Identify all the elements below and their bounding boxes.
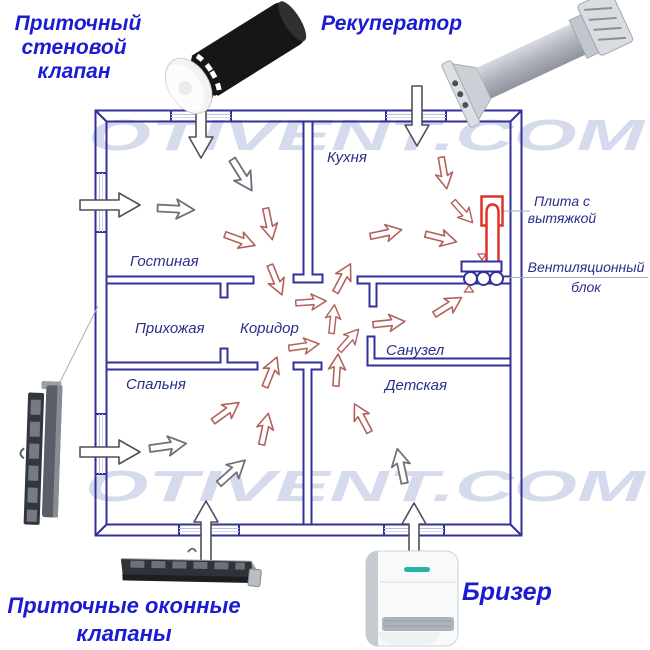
side-annotations: Плита с вытяжкой Вентиляционный блок	[528, 193, 645, 295]
vent-marker-down	[476, 253, 488, 262]
leader-lines	[56, 210, 648, 389]
airflow-arrow	[156, 197, 196, 221]
airflow-arrow	[261, 261, 291, 299]
airflow-arrow	[252, 410, 278, 448]
wall-valve-label-line3: клапан	[37, 60, 110, 83]
room-label-nursery: Детская	[383, 377, 447, 394]
stove-hood	[480, 195, 504, 262]
window-valves-label-line2: клапаны	[76, 621, 172, 646]
airflow-arrow	[256, 353, 286, 391]
airflow-arrow	[326, 352, 348, 388]
room-label-bathroom: Санузел	[386, 342, 445, 359]
airflow-arrow	[287, 335, 321, 357]
room-labels: Кухня Гостиная Прихожая Коридор Спальня …	[126, 149, 447, 394]
room-label-hallway: Прихожая	[135, 320, 205, 337]
vent-block-label-line1: Вентиляционный	[528, 259, 645, 275]
room-label-corridor: Коридор	[240, 320, 299, 337]
airflow-arrow	[332, 323, 366, 357]
stove-hood-label-line2: вытяжкой	[528, 210, 597, 226]
airflow-arrow	[422, 225, 460, 251]
watermark-top: OTIVENT.COM	[88, 111, 646, 160]
airflow-arrow	[294, 292, 328, 312]
airflow-arrow	[371, 312, 407, 334]
airflow-arrow	[432, 154, 456, 192]
inlet-arrow-left-upper	[79, 192, 141, 218]
wall-valve-label-line1: Приточный	[15, 12, 142, 35]
airflow-arrow	[323, 303, 343, 335]
airflow-arrow	[256, 205, 282, 243]
room-label-living: Гостиная	[130, 253, 199, 270]
airflow-arrow	[221, 225, 259, 255]
room-label-kitchen: Кухня	[327, 149, 367, 166]
airflow-arrow	[429, 289, 467, 323]
vent-block	[460, 253, 504, 293]
stove-hood-label-line1: Плита с	[534, 193, 590, 209]
vent-block-label-line2: блок	[571, 279, 602, 295]
window-openings	[95, 110, 447, 536]
vent-marker-up	[463, 284, 475, 293]
airflow-arrow	[147, 432, 189, 460]
recuperator-label: Рекуператор	[321, 12, 462, 35]
wall-valve-label-line2: стеновой	[21, 36, 126, 59]
room-label-bedroom: Спальня	[126, 376, 186, 393]
window-valves-label-line1: Приточные оконные	[7, 593, 240, 618]
watermark-bottom: OTIVENT.COM	[85, 462, 647, 511]
recuperator-device	[441, 0, 634, 128]
airflow-arrow	[367, 220, 405, 246]
window-valve-vertical-device	[19, 381, 63, 525]
breezer-label: Бризер	[462, 578, 552, 606]
airflow-arrow	[207, 394, 245, 430]
airflow-arrow	[446, 195, 480, 229]
window-valve-horizontal-device	[120, 547, 262, 588]
inlet-arrow-left-lower	[79, 439, 141, 465]
device-labels: Приточный стеновой клапан Рекуператор Пр…	[7, 12, 551, 646]
airflow-arrow	[346, 399, 378, 437]
airflow-arrow	[327, 259, 359, 297]
airflow-arrow	[223, 153, 261, 197]
breezer-device	[365, 550, 459, 647]
wall-valve-device	[164, 1, 307, 114]
